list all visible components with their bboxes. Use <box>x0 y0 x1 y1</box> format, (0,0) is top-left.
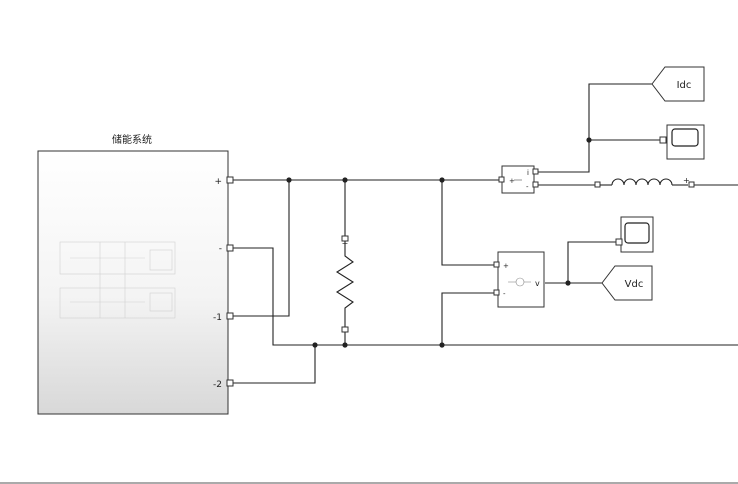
energy-storage-subsystem[interactable]: 储能系统 + - -1 -2 <box>37 133 234 415</box>
current-sensor-i: i <box>527 169 529 177</box>
current-sensor-minus: - <box>526 183 529 191</box>
resistor-block[interactable]: + <box>335 235 355 333</box>
inductor-plus-label: + <box>683 176 690 185</box>
scope-voltage-screen-icon <box>624 222 650 244</box>
current-sensor-plus: + <box>509 177 515 185</box>
voltage-sensor-v: v <box>535 279 540 288</box>
subsystem-preview-icon <box>59 241 176 319</box>
scope-voltage-block[interactable] <box>615 216 654 253</box>
voltage-sensor-minus: - <box>503 290 506 298</box>
goto-idc-block[interactable]: Idc <box>651 66 705 102</box>
voltage-sensor-plus: + <box>503 262 509 270</box>
voltage-sensor-icon <box>508 277 531 287</box>
inductor-block[interactable]: + <box>594 176 695 188</box>
current-sensor-block[interactable]: + - i <box>498 165 539 194</box>
voltage-sensor-block[interactable]: + - v <box>493 251 545 308</box>
subsystem-port-minus: - <box>219 244 222 254</box>
junction-dots <box>286 137 592 348</box>
goto-vdc-block[interactable]: Vdc <box>601 265 653 301</box>
scope-current-screen-icon <box>671 128 699 147</box>
subsystem-port-plus: + <box>214 177 222 187</box>
subsystem-port-minus1: -1 <box>213 313 222 323</box>
scope-current-block[interactable] <box>659 124 705 160</box>
signal-wires <box>233 83 738 384</box>
goto-vdc-label: Vdc <box>625 279 644 290</box>
goto-idc-label: Idc <box>677 80 692 91</box>
subsystem-port-minus2: -2 <box>213 380 222 390</box>
subsystem-title: 储能系统 <box>112 133 152 146</box>
